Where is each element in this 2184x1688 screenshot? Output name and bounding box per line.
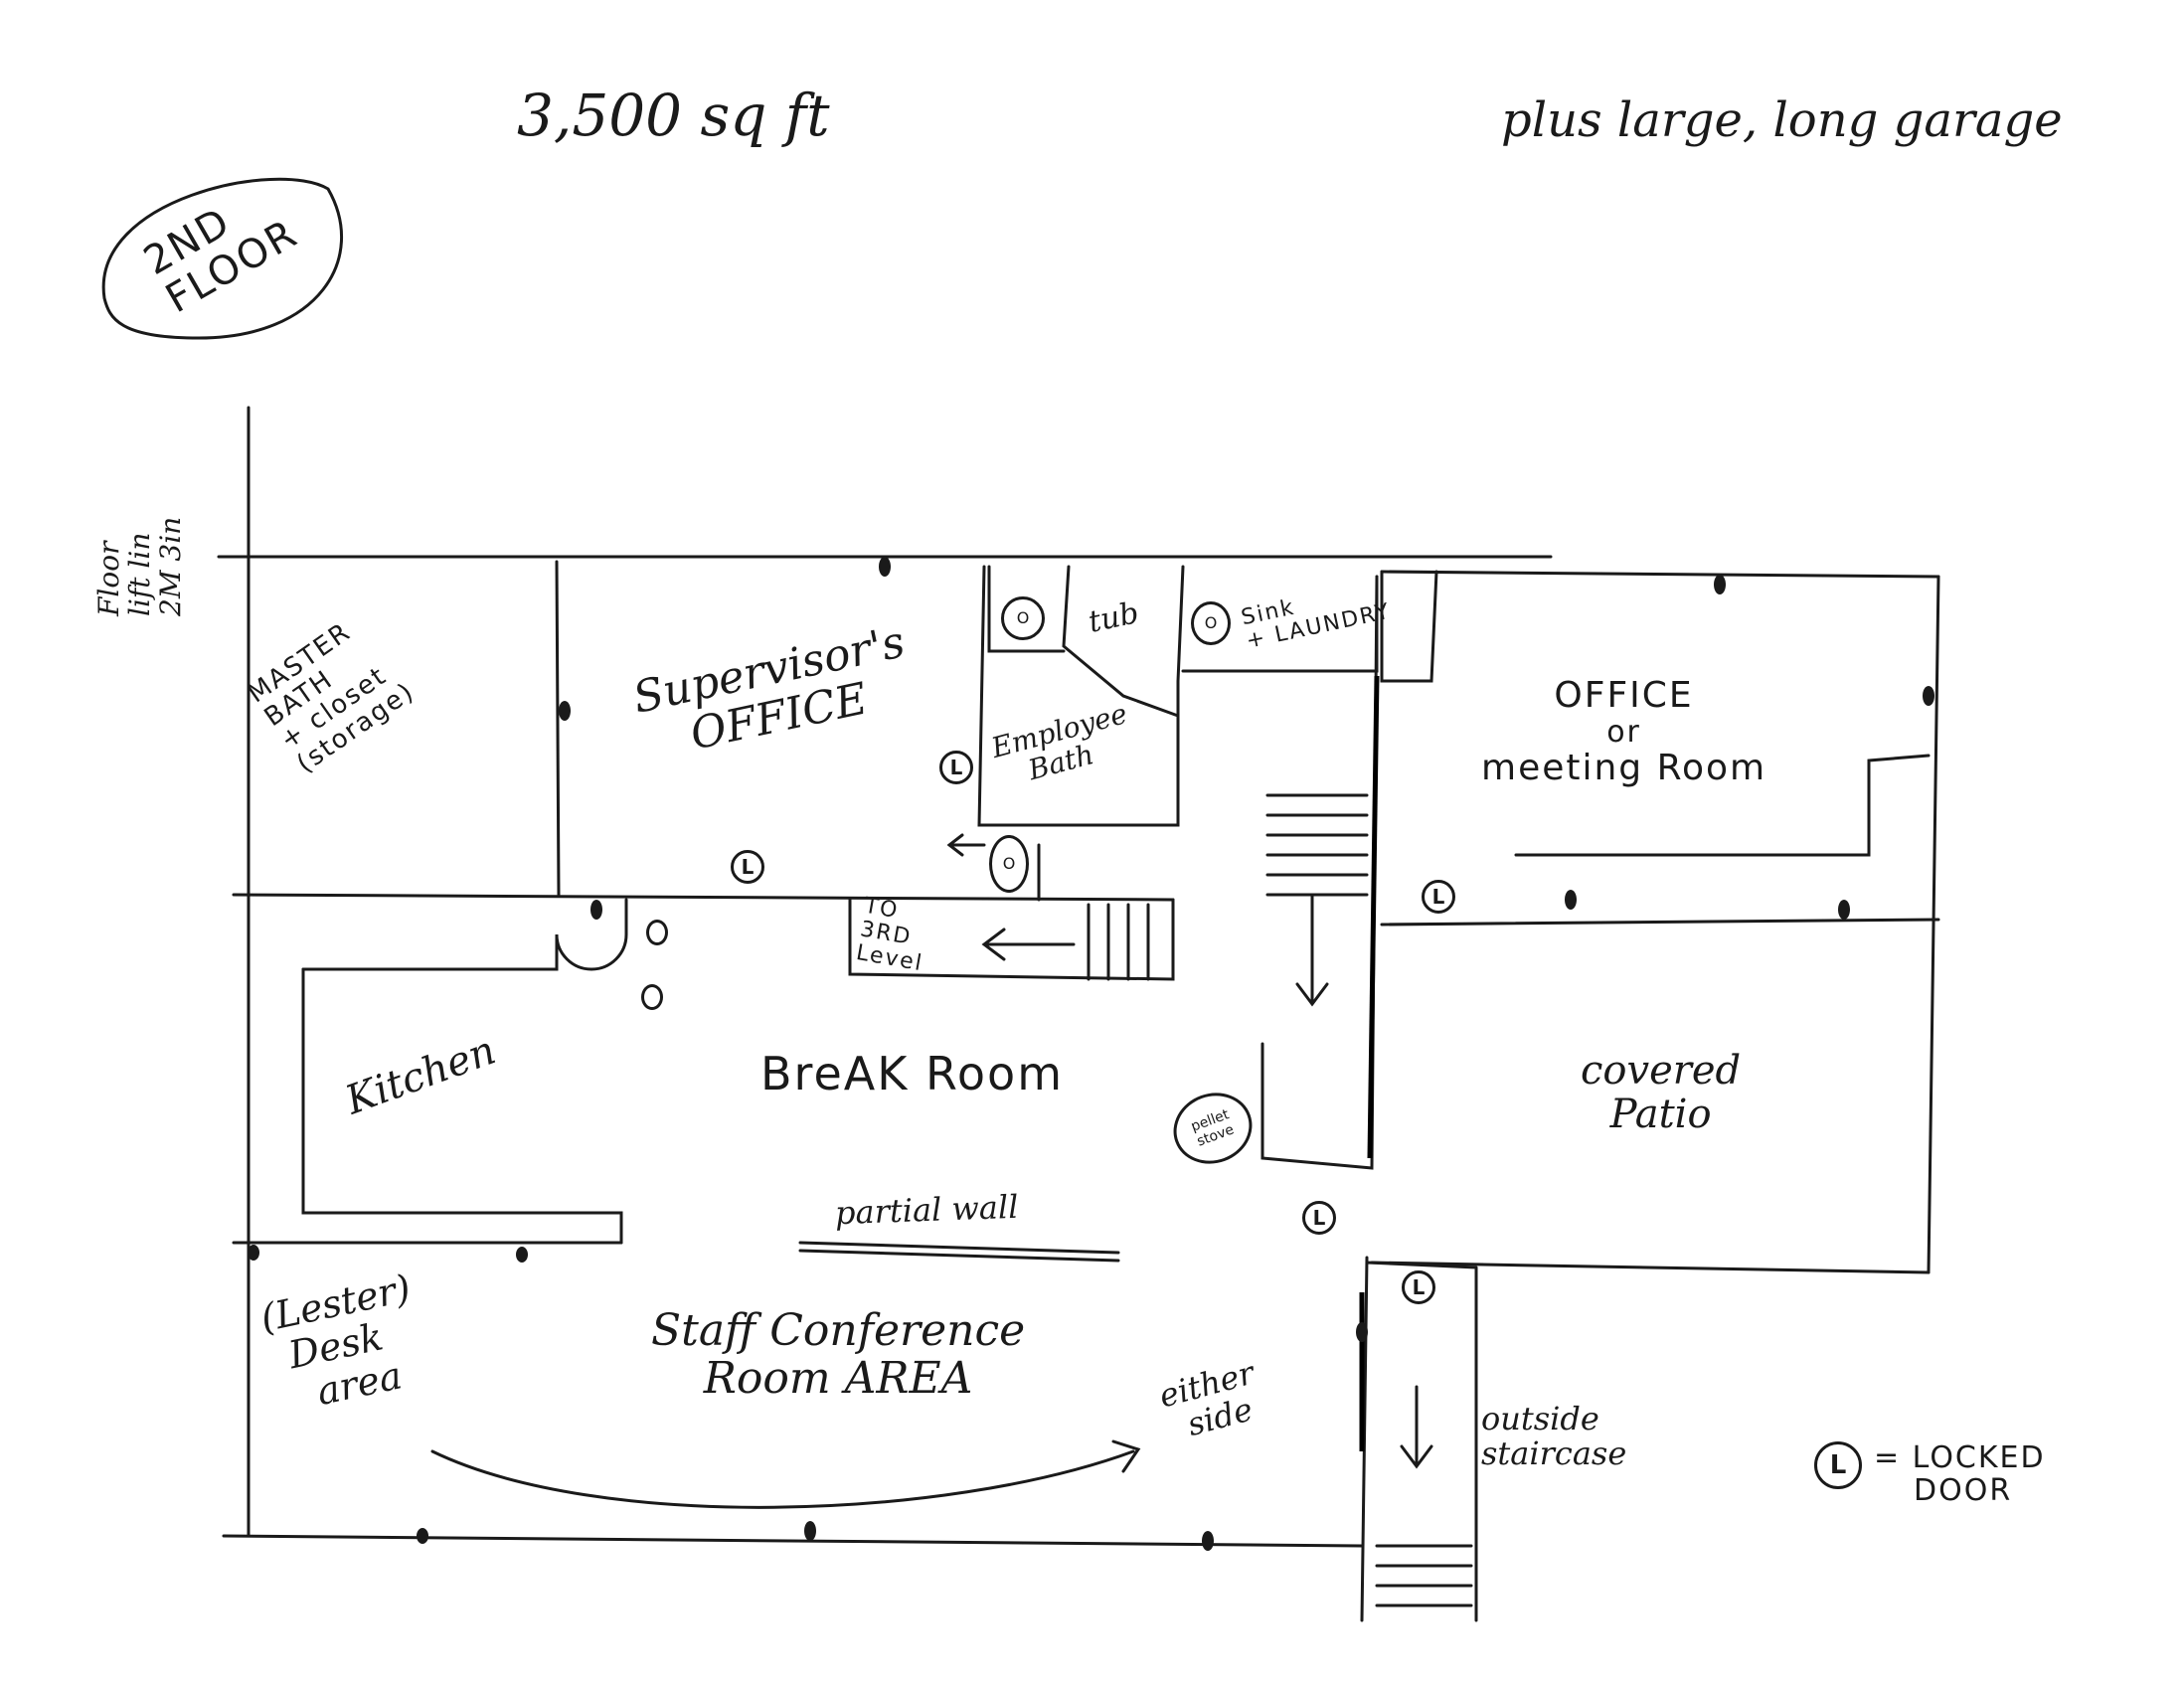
legend-line1: = LOCKED <box>1874 1440 2046 1475</box>
door-mark <box>417 1528 428 1544</box>
wall-tub <box>1062 565 1180 718</box>
locked-door-icon: L <box>1422 880 1455 914</box>
floor-lift-line3: 2M 3in <box>153 516 187 616</box>
staff-line1: Staff Conference <box>651 1305 1026 1356</box>
locked-door-icon: L <box>1402 1270 1435 1304</box>
door-mark <box>1356 1322 1368 1342</box>
arrow-either-side <box>430 1439 1141 1509</box>
patio-line2: Patio <box>1609 1092 1712 1137</box>
wall-row-1 <box>232 893 1175 902</box>
floor-lift-note: Floor lift lin 2M 3in <box>92 516 187 616</box>
toilet-icon: O <box>1001 596 1045 640</box>
door-mark <box>1565 890 1577 910</box>
outer-wall-south <box>222 1534 1364 1548</box>
outer-wall-north-east <box>1380 570 1940 579</box>
stairs-ext-inner <box>1265 793 1369 897</box>
wall-ext-stairs-right <box>1260 575 1379 1170</box>
arrow-bath <box>946 833 986 857</box>
arrow-outside <box>1400 1385 1433 1469</box>
office-line3: meeting Room <box>1481 747 1767 788</box>
door-mark <box>1923 686 1934 706</box>
office-line2: or <box>1606 714 1641 750</box>
office-line1: OFFICE <box>1554 675 1694 716</box>
door-mark <box>516 1247 528 1263</box>
door-mark <box>559 701 571 721</box>
label-break-room: BreAK Room <box>760 1047 1065 1100</box>
wall-bath-block <box>977 565 1185 827</box>
label-outside-staircase: outside staircase <box>1481 1400 1627 1473</box>
outer-wall-east <box>1927 575 1940 1274</box>
sink-icon: O <box>1191 601 1231 645</box>
door-mark <box>1202 1531 1214 1551</box>
label-partial-wall: partial wall <box>834 1187 1019 1233</box>
label-staff-conference: Staff Conference Room AREA <box>651 1305 1026 1405</box>
label-office-meeting: OFFICE or meeting Room <box>1481 676 1766 787</box>
door-mark <box>1838 900 1850 920</box>
floor-lift-line2: lift lin <box>122 532 156 616</box>
wall-to3rd <box>848 898 1175 981</box>
toilet-icon: O <box>989 835 1029 893</box>
door-mark <box>590 900 602 920</box>
wall-master-bath <box>555 560 561 897</box>
locked-door-icon: L <box>731 850 764 884</box>
partial-wall-line <box>798 1241 1120 1263</box>
wall-toilet-box <box>987 565 1066 653</box>
floor-lift-line1: Floor <box>92 541 125 616</box>
locked-door-icon: L <box>939 751 973 784</box>
door-mark <box>1714 575 1726 594</box>
sqft-title: 3,500 sq ft <box>517 82 830 149</box>
patio-line1: covered <box>1581 1048 1742 1094</box>
label-covered-patio: covered Patio <box>1581 1049 1741 1136</box>
heavy-wall-1 <box>1367 675 1380 1159</box>
wall-office-inner <box>1514 754 1931 857</box>
garage-note: plus large, long garage <box>1501 92 2063 148</box>
burner-icon <box>641 984 663 1010</box>
legend-lock-icon: L <box>1814 1441 1862 1489</box>
door-mark <box>804 1521 816 1541</box>
stairs-to3rd <box>1087 903 1150 981</box>
legend-text: = LOCKED DOOR <box>1874 1441 2046 1507</box>
wall-kitchen-counter <box>301 967 623 1245</box>
wall-kitchen <box>301 898 628 971</box>
stairs-outside <box>1375 1544 1473 1607</box>
staff-line2: Room AREA <box>703 1353 973 1405</box>
outside-line1: outside <box>1481 1400 1599 1437</box>
burner-icon <box>646 920 668 945</box>
arrow-to3rd <box>981 928 1076 961</box>
wall-patio-south <box>1370 1261 1931 1274</box>
arrow-stairs <box>1295 893 1329 1007</box>
locked-door-icon: L <box>1302 1201 1336 1235</box>
label-to-3rd-level: TO 3RD Level <box>854 894 933 977</box>
wall-office-closet <box>1380 570 1438 683</box>
door-mark <box>879 557 891 577</box>
legend-line2: DOOR <box>1914 1473 2013 1508</box>
wall-office-south <box>1380 918 1940 927</box>
outside-line2: staircase <box>1481 1435 1627 1473</box>
badge-oval <box>101 177 344 340</box>
door-mark <box>248 1245 259 1261</box>
